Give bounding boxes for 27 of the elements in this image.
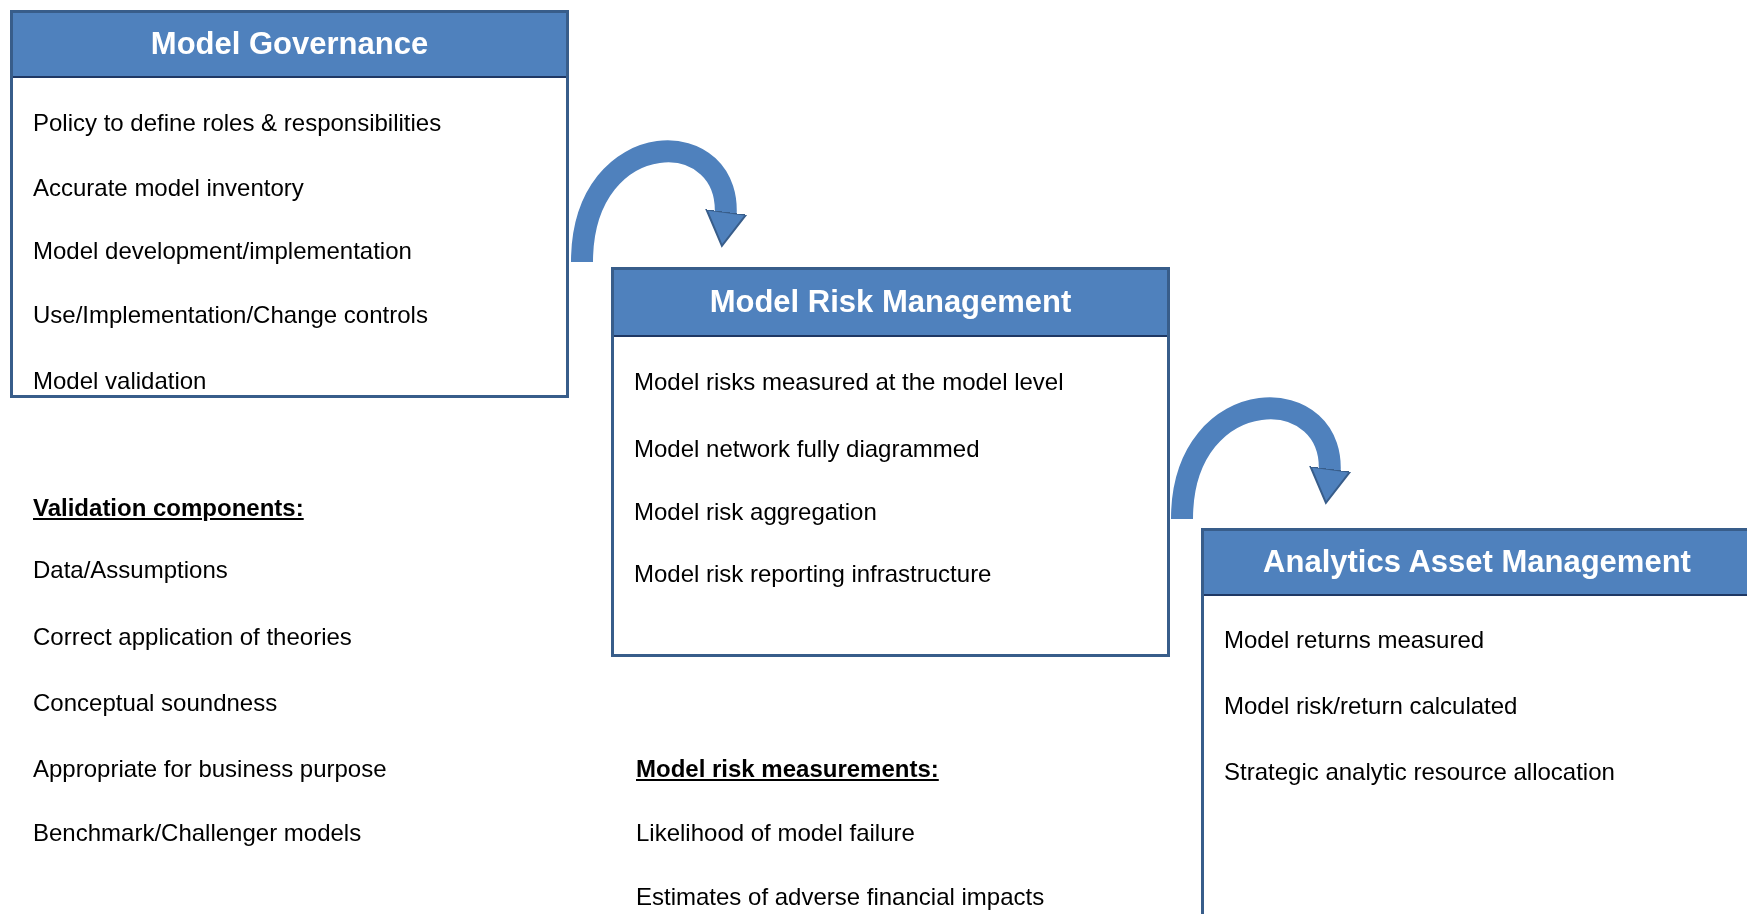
list-item: Model network fully diagrammed xyxy=(634,434,980,464)
list-item: Strategic analytic resource allocation xyxy=(1224,757,1615,787)
list-item: Model risk aggregation xyxy=(634,497,877,527)
list-item: Estimates of adverse financial impacts xyxy=(636,882,1045,912)
card-header: Analytics Asset Management xyxy=(1204,531,1747,596)
list-item: Model risk/return calculated xyxy=(1224,691,1518,721)
list-item: Model validation xyxy=(33,366,207,396)
list-item: Data/Assumptions xyxy=(33,555,228,585)
list-item: Benchmark/Challenger models xyxy=(33,818,362,848)
card-header: Model Risk Management xyxy=(614,270,1167,337)
section-heading: Model risk measurements: xyxy=(636,754,939,784)
list-item: Model returns measured xyxy=(1224,625,1485,655)
card-header: Model Governance xyxy=(13,13,566,78)
list-card xyxy=(611,267,1170,657)
list-item: Model risk reporting infrastructure xyxy=(634,559,992,589)
list-item: Appropriate for business purpose xyxy=(33,754,387,784)
list-item: Accurate model inventory xyxy=(33,173,304,203)
list-item: Model development/implementation xyxy=(33,236,412,266)
list-item: Correct application of theories xyxy=(33,622,352,652)
list-card xyxy=(1201,528,1747,914)
section-heading: Validation components: xyxy=(33,493,304,523)
list-item: Model risks measured at the model level xyxy=(634,367,1064,397)
list-item: Likelihood of model failure xyxy=(636,818,915,848)
list-item: Policy to define roles & responsibilities xyxy=(33,108,442,138)
list-card xyxy=(10,10,569,398)
list-item: Conceptual soundness xyxy=(33,688,278,718)
list-item: Use/Implementation/Change controls xyxy=(33,300,428,330)
